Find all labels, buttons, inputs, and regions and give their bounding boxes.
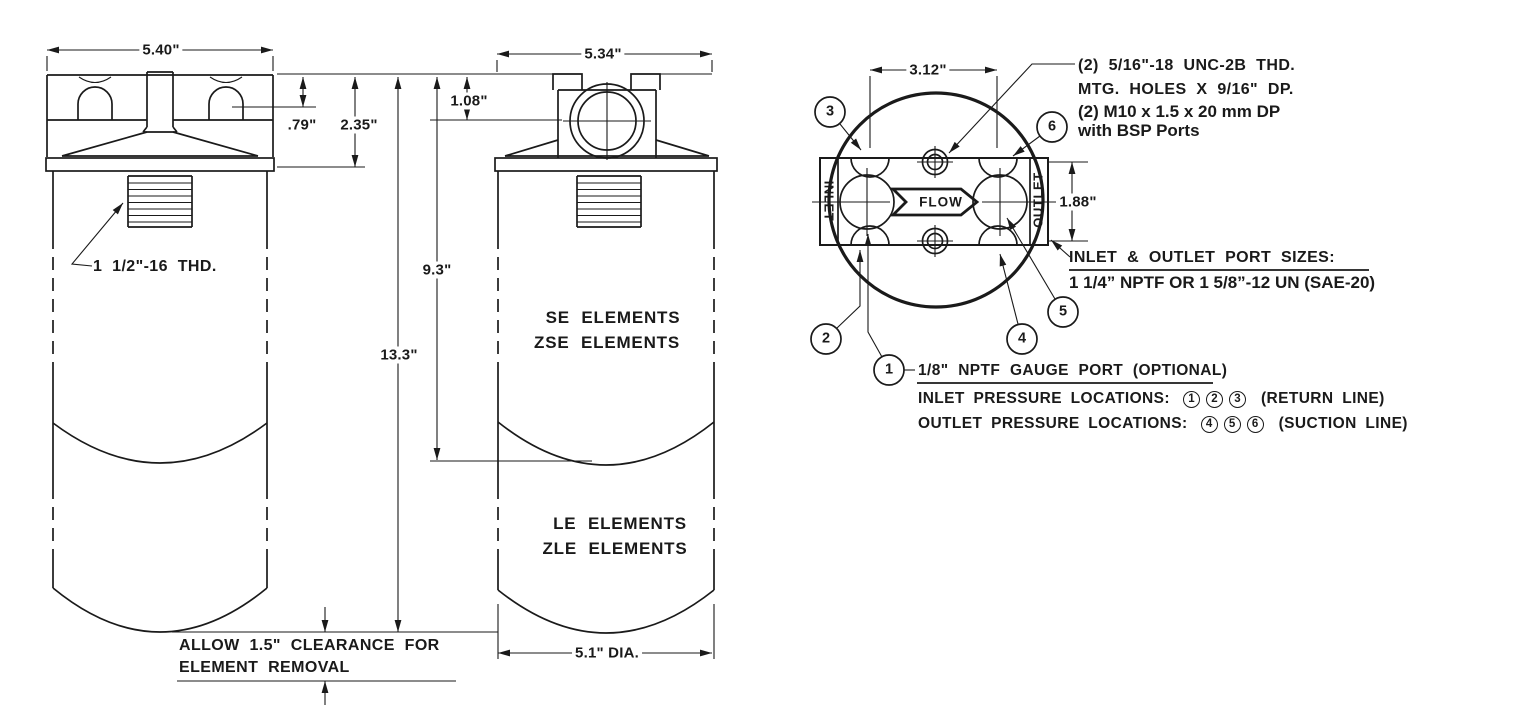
port-sizes-value: 1 1/4” NPTF OR 1 5/8”-12 UN (SAE-20)	[1069, 273, 1376, 292]
thread-note: 1 1/2"-16 THD.	[93, 258, 217, 275]
side-view-linework	[45, 71, 275, 633]
outlet-label: OUTLET	[1030, 172, 1046, 228]
callout-number-3: 3	[825, 103, 835, 120]
inlet-location-1: 1	[1182, 390, 1200, 408]
outlet-location-5: 5	[1223, 415, 1241, 433]
clearance-note-line1: ALLOW 1.5" CLEARANCE FOR	[179, 637, 440, 654]
callout-4-leader	[999, 253, 1019, 325]
le-elements-label: LE ELEMENTS	[553, 514, 687, 533]
callout-balloon-4	[1006, 323, 1038, 355]
thread-note-leader	[70, 202, 124, 267]
callout-balloon-6	[1036, 111, 1068, 143]
callout-number-4: 4	[1017, 330, 1027, 347]
outlet-pressure-note: OUTLET PRESSURE LOCATIONS: 4 5 6 (SUCTIO…	[918, 415, 1408, 433]
inlet-location-2: 2	[1205, 390, 1223, 408]
outlet-pressure-suffix: (SUCTION LINE)	[1278, 415, 1408, 432]
dim-head-height: 2.35"	[337, 116, 381, 134]
dim-front-width: 5.34"	[581, 45, 625, 63]
port-sizes-leader	[1050, 239, 1071, 258]
dim-bowl-diameter: 5.1" DIA.	[572, 644, 642, 662]
callout-3-leader	[839, 123, 862, 151]
dim-port-spacing: 3.12"	[906, 61, 950, 79]
inlet-pressure-suffix: (RETURN LINE)	[1260, 390, 1385, 407]
zse-elements-label: ZSE ELEMENTS	[534, 333, 680, 352]
clearance-note-line2: ELEMENT REMOVAL	[179, 659, 350, 676]
dim-se-length: 9.3"	[419, 261, 455, 279]
inlet-label: INLET	[821, 180, 837, 222]
callout-balloon-3	[814, 96, 846, 128]
top-view-linework	[812, 91, 1056, 309]
dim-indicator-height: .79"	[284, 116, 320, 134]
mounting-note-line1: (2) 5/16"-18 UNC-2B THD.	[1078, 57, 1296, 74]
callout-number-2: 2	[821, 330, 831, 347]
mounting-note-line3: (2) M10 x 1.5 x 20 mm DP	[1078, 102, 1281, 121]
outlet-location-4: 4	[1200, 415, 1218, 433]
callout-number-5: 5	[1058, 303, 1068, 320]
callout-6-leader	[1012, 135, 1041, 157]
dim-overall-length: 13.3"	[377, 346, 421, 364]
dim-mounting-hole-spacing: 1.88"	[1056, 193, 1100, 211]
dim-port-centerline: 1.08"	[447, 92, 491, 110]
outlet-location-6: 6	[1246, 415, 1264, 433]
gauge-port-note: 1/8" NPTF GAUGE PORT (OPTIONAL)	[918, 362, 1228, 379]
zle-elements-label: ZLE ELEMENTS	[542, 539, 688, 558]
callout-number-6: 6	[1047, 118, 1057, 135]
inlet-pressure-label: INLET PRESSURE LOCATIONS:	[918, 390, 1170, 407]
callout-balloon-1	[873, 354, 905, 386]
flow-direction-banner	[889, 187, 980, 217]
callout-balloon-2	[810, 323, 842, 355]
callout-2-leader	[836, 250, 864, 329]
mounting-note-line4: with BSP Ports	[1078, 121, 1200, 140]
outlet-pressure-label: OUTLET PRESSURE LOCATIONS:	[918, 415, 1188, 432]
mounting-note-leader	[948, 63, 1075, 154]
flow-label: FLOW	[919, 194, 963, 210]
filter-body-outline	[827, 91, 1045, 309]
mounting-note-line2: MTG. HOLES X 9/16" DP.	[1078, 81, 1294, 98]
inlet-location-3: 3	[1228, 390, 1246, 408]
callout-1-leader	[864, 234, 883, 358]
se-elements-label: SE ELEMENTS	[545, 308, 681, 327]
front-view-linework	[494, 73, 718, 634]
dim-side-width: 5.40"	[139, 41, 183, 59]
callout-balloon-5	[1047, 296, 1079, 328]
callout-5-leader	[1006, 217, 1056, 300]
inlet-pressure-note: INLET PRESSURE LOCATIONS: 1 2 3 (RETURN …	[918, 390, 1385, 408]
port-sizes-heading: INLET & OUTLET PORT SIZES:	[1069, 249, 1335, 266]
callout-number-1: 1	[884, 361, 894, 378]
